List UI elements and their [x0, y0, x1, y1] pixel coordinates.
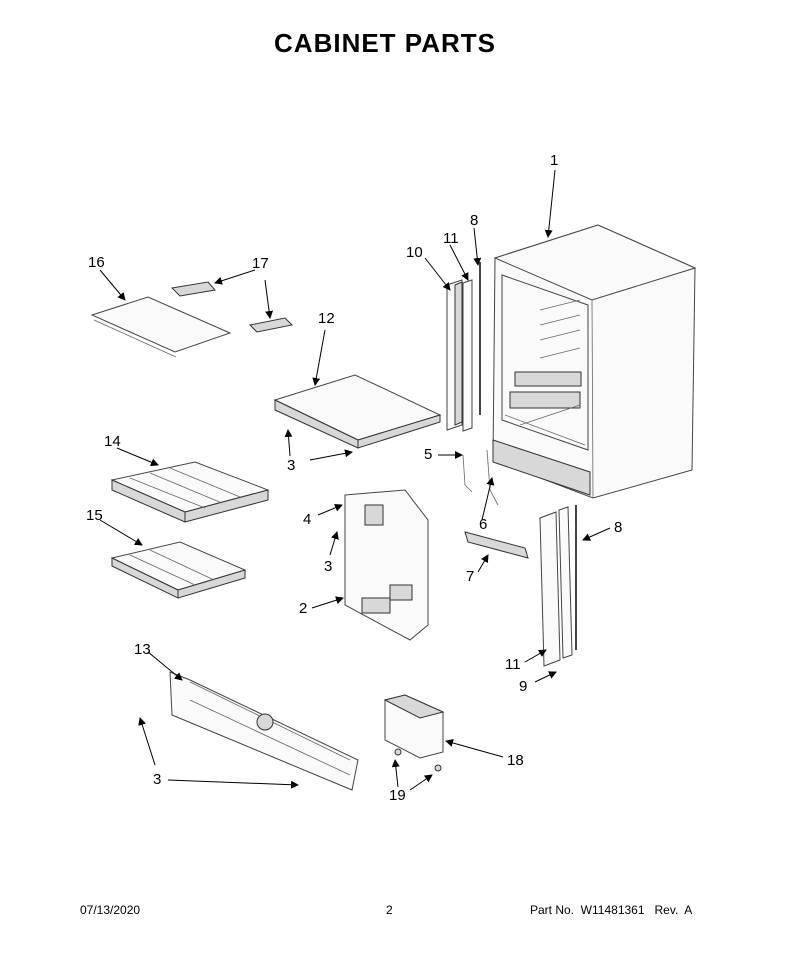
part-2-rear-panel	[344, 489, 429, 641]
footer-date: 07/13/2020	[80, 903, 141, 917]
part-12-control-housing	[273, 374, 442, 449]
part-14-drawer	[110, 461, 270, 523]
callout-1: 1	[550, 152, 558, 169]
part-11-seal-lower	[558, 506, 573, 659]
callout-15: 15	[86, 507, 103, 524]
callout-2: 2	[299, 600, 307, 617]
footer-page-number: 2	[386, 903, 393, 917]
callout-3-panel: 3	[324, 558, 332, 575]
part-18-box	[383, 694, 445, 759]
callout-14: 14	[104, 433, 121, 450]
part-19-feet	[394, 748, 442, 772]
callout-16: 16	[88, 254, 105, 271]
callout-3-housing: 3	[287, 457, 295, 474]
part-16-glass-shelf	[90, 296, 232, 358]
callout-19: 19	[389, 787, 406, 804]
part-17-brackets	[170, 281, 294, 333]
callout-10: 10	[406, 244, 423, 261]
callout-8-upper: 8	[470, 212, 478, 229]
part-7-bracket	[464, 531, 529, 559]
callout-9: 9	[519, 678, 527, 695]
part-11-seal-upper	[462, 279, 473, 432]
part-13-grille	[169, 671, 359, 791]
callout-8-lower: 8	[614, 519, 622, 536]
part-15-drawer	[110, 541, 247, 599]
part-5-sensor	[462, 454, 473, 493]
callout-11-lower: 11	[505, 656, 521, 673]
callout-3-grille: 3	[153, 771, 161, 788]
page-title: CABINET PARTS	[274, 28, 496, 58]
callout-5: 5	[424, 446, 432, 463]
callout-labels: 1 8 11 10 16 17 12 14 3 5 15 4 6 8 3 7 2…	[86, 152, 622, 804]
part-6-wire	[486, 449, 499, 506]
part-10-gasket	[446, 279, 463, 431]
callout-6: 6	[479, 516, 487, 533]
callout-13: 13	[134, 641, 151, 658]
callout-17: 17	[252, 255, 269, 272]
callout-7: 7	[466, 568, 474, 585]
part-9-gasket	[539, 511, 561, 667]
callout-12: 12	[318, 310, 335, 327]
callout-11-upper: 11	[443, 230, 459, 247]
callout-18: 18	[507, 752, 524, 769]
part-1-cabinet	[492, 224, 697, 499]
callout-4: 4	[303, 511, 311, 528]
leader-lines	[99, 169, 611, 791]
footer-part-number: Part No. W11481361 Rev. A	[530, 903, 693, 917]
